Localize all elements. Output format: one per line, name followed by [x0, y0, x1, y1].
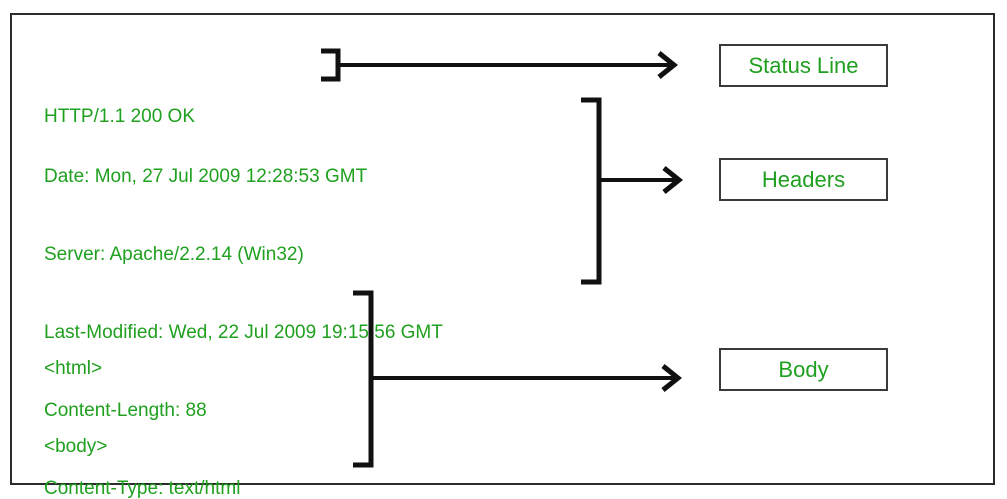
- header-row-last-modified: Last-Modified: Wed, 22 Jul 2009 19:15:56…: [44, 322, 443, 343]
- headers-label-box[interactable]: Headers: [719, 158, 888, 201]
- body-connector: [350, 289, 690, 469]
- body-row-body-open: <body>: [44, 436, 108, 457]
- status-line-bracket: [321, 48, 341, 82]
- status-line-connector: [318, 46, 688, 86]
- status-line-text-block: HTTP/1.1 200 OK: [44, 52, 195, 182]
- status-line-row: HTTP/1.1 200 OK: [44, 106, 196, 127]
- header-row-content-type: Content-Type: text/html: [44, 478, 241, 499]
- body-bracket: [353, 290, 374, 468]
- body-label-text: Body: [778, 356, 829, 382]
- header-row-date: Date: Mon, 27 Jul 2009 12:28:53 GMT: [44, 166, 368, 187]
- header-row-server: Server: Apache/2.2.14 (Win32): [44, 244, 304, 265]
- header-row-content-length: Content-Length: 88: [44, 400, 207, 421]
- headers-arrow-head: [662, 166, 684, 194]
- status-line-label-text: Status Line: [748, 52, 859, 78]
- headers-connector: [578, 96, 693, 286]
- headers-text-block: Date: Mon, 27 Jul 2009 12:28:53 GMT Serv…: [44, 112, 443, 499]
- status-line-label-box[interactable]: Status Line: [719, 44, 888, 87]
- body-arrow-head: [661, 364, 683, 392]
- body-label-box[interactable]: Body: [719, 348, 888, 391]
- body-text-block: <html> <body> <h1>Hello, World!</h1> </b…: [44, 304, 244, 499]
- body-row-html-open: <html>: [44, 358, 103, 379]
- diagram-frame: [10, 13, 995, 485]
- status-line-arrow-head: [657, 51, 679, 79]
- headers-label-text: Headers: [761, 166, 846, 192]
- headers-bracket: [581, 97, 602, 285]
